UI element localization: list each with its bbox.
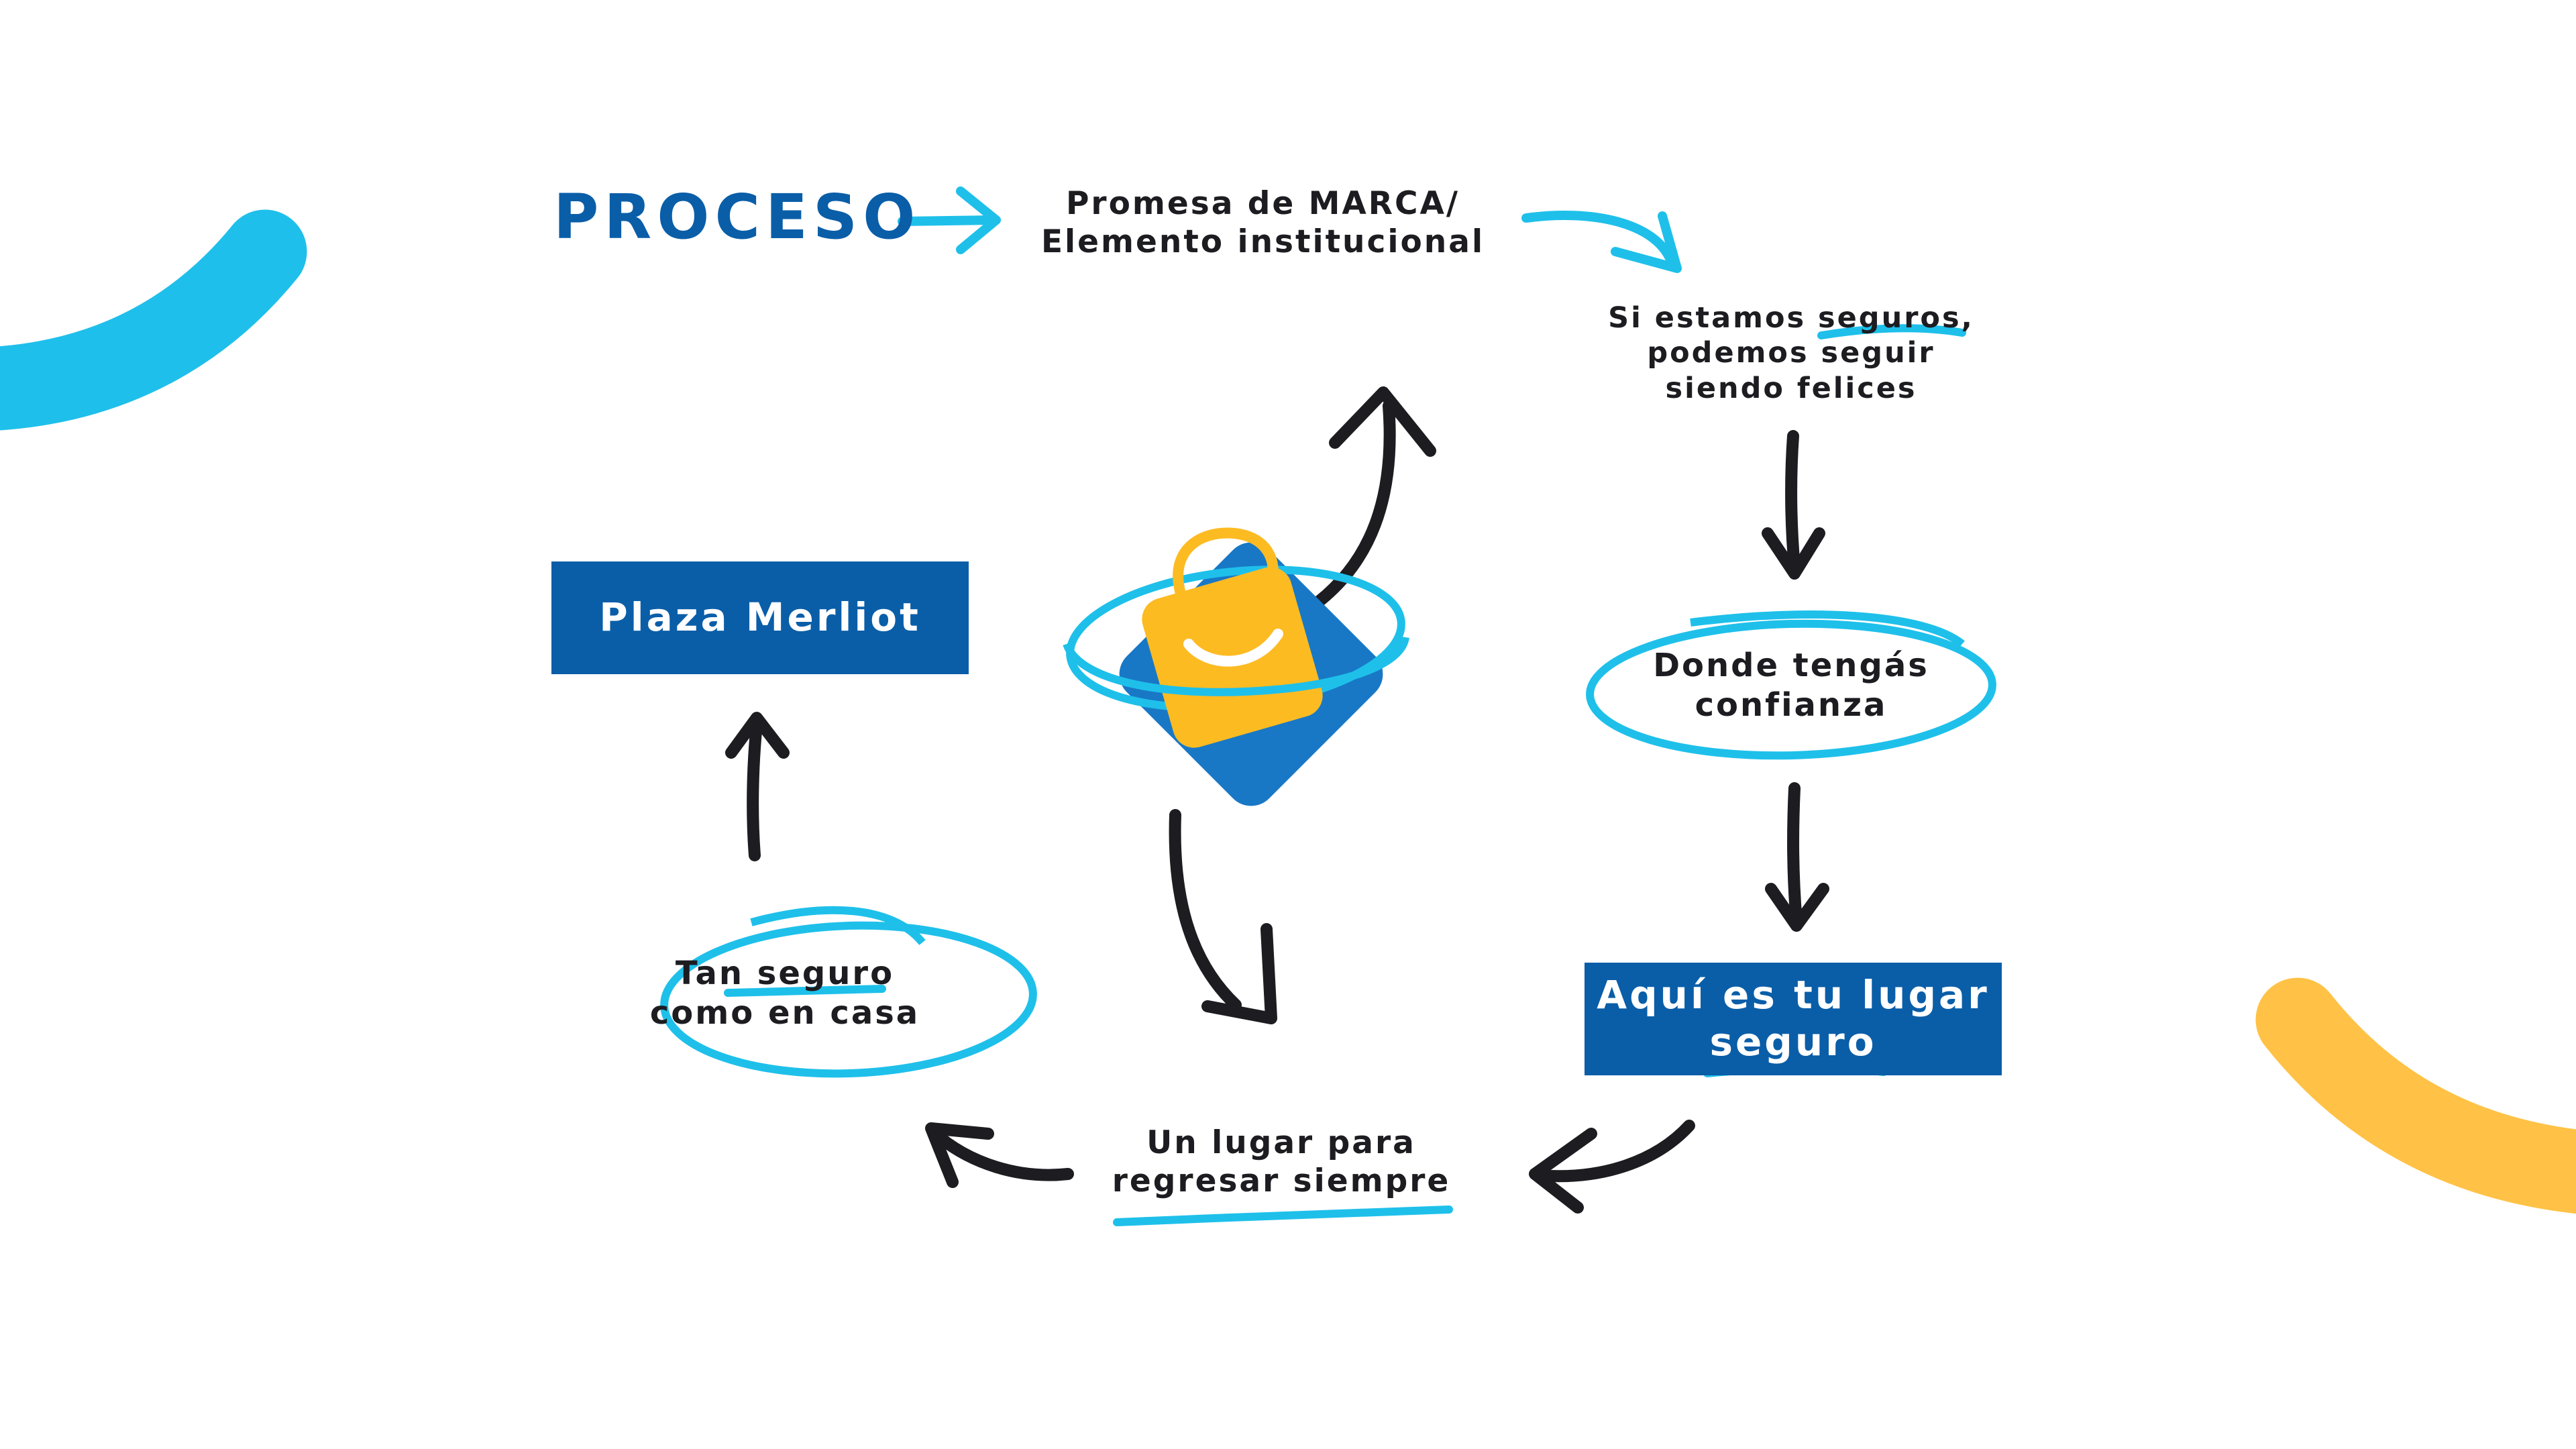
node-regresar: Un lugar para regresar siempre xyxy=(1073,1124,1489,1201)
decor-arc-cyan xyxy=(0,209,307,431)
node-lugar-seguro: Aquí es tu lugar seguro xyxy=(1585,963,2002,1075)
casa-ellipse-overlap xyxy=(750,906,926,945)
underline-seguros xyxy=(1817,324,1966,339)
shopping-bag-logo-icon xyxy=(1063,527,1409,806)
confianza-ellipse xyxy=(1586,619,1996,760)
node-regresar-line1: Un lugar para xyxy=(1146,1124,1416,1161)
brand-promise-line1: Promesa de MARCA/ xyxy=(1065,185,1460,222)
arrow-to-casa-icon xyxy=(925,1122,1074,1188)
arrow-proceso-icon xyxy=(898,186,1001,254)
node-seguros: Si estamos seguros, podemos seguir siend… xyxy=(1593,301,1989,406)
brand-promise-line2: Elemento institucional xyxy=(1040,223,1485,261)
node-regresar-line2: regresar siempre xyxy=(1112,1163,1451,1200)
node-seguros-line2: podemos seguir xyxy=(1647,336,1935,370)
node-plaza-merliot: Plaza Merliot xyxy=(551,561,969,674)
node-casa-line1: Tan seguro xyxy=(675,955,895,992)
node-lugar-seguro-line1: Aquí es tu lugar xyxy=(1597,972,1990,1018)
node-confianza: Donde tengás confianza xyxy=(1623,646,1959,724)
arrow-from-logo-down-icon xyxy=(1169,809,1277,1024)
node-seguros-line1: Si estamos seguros, xyxy=(1608,301,1974,335)
arrow-to-regresar-icon xyxy=(1529,1120,1695,1214)
arrow-down-1-icon xyxy=(1762,430,1825,580)
underline-tan-seguro xyxy=(724,985,886,997)
page-title: PROCESO xyxy=(553,181,921,253)
node-seguros-line3: siendo felices xyxy=(1665,371,1917,405)
node-confianza-line2: confianza xyxy=(1695,686,1888,724)
arrow-promise-icon xyxy=(1521,211,1682,273)
arrow-from-logo-up-icon xyxy=(1305,386,1436,613)
casa-ellipse xyxy=(660,921,1037,1078)
brand-promise-label: Promesa de MARCA/ Elemento institucional xyxy=(1036,184,1489,262)
decor-arc-yellow xyxy=(2255,977,2576,1214)
node-casa: Tan seguro como en casa xyxy=(597,954,973,1032)
underline-regresar xyxy=(1113,1205,1453,1226)
arrow-up-plaza-icon xyxy=(725,712,790,861)
node-casa-line2: como en casa xyxy=(649,994,920,1032)
confianza-ellipse-overlap xyxy=(1690,610,1965,647)
node-lugar-seguro-line2: seguro xyxy=(1709,1019,1877,1065)
arrow-down-2-icon xyxy=(1765,782,1829,932)
node-confianza-line1: Donde tengás xyxy=(1653,647,1929,684)
node-plaza-label: Plaza Merliot xyxy=(599,594,921,641)
